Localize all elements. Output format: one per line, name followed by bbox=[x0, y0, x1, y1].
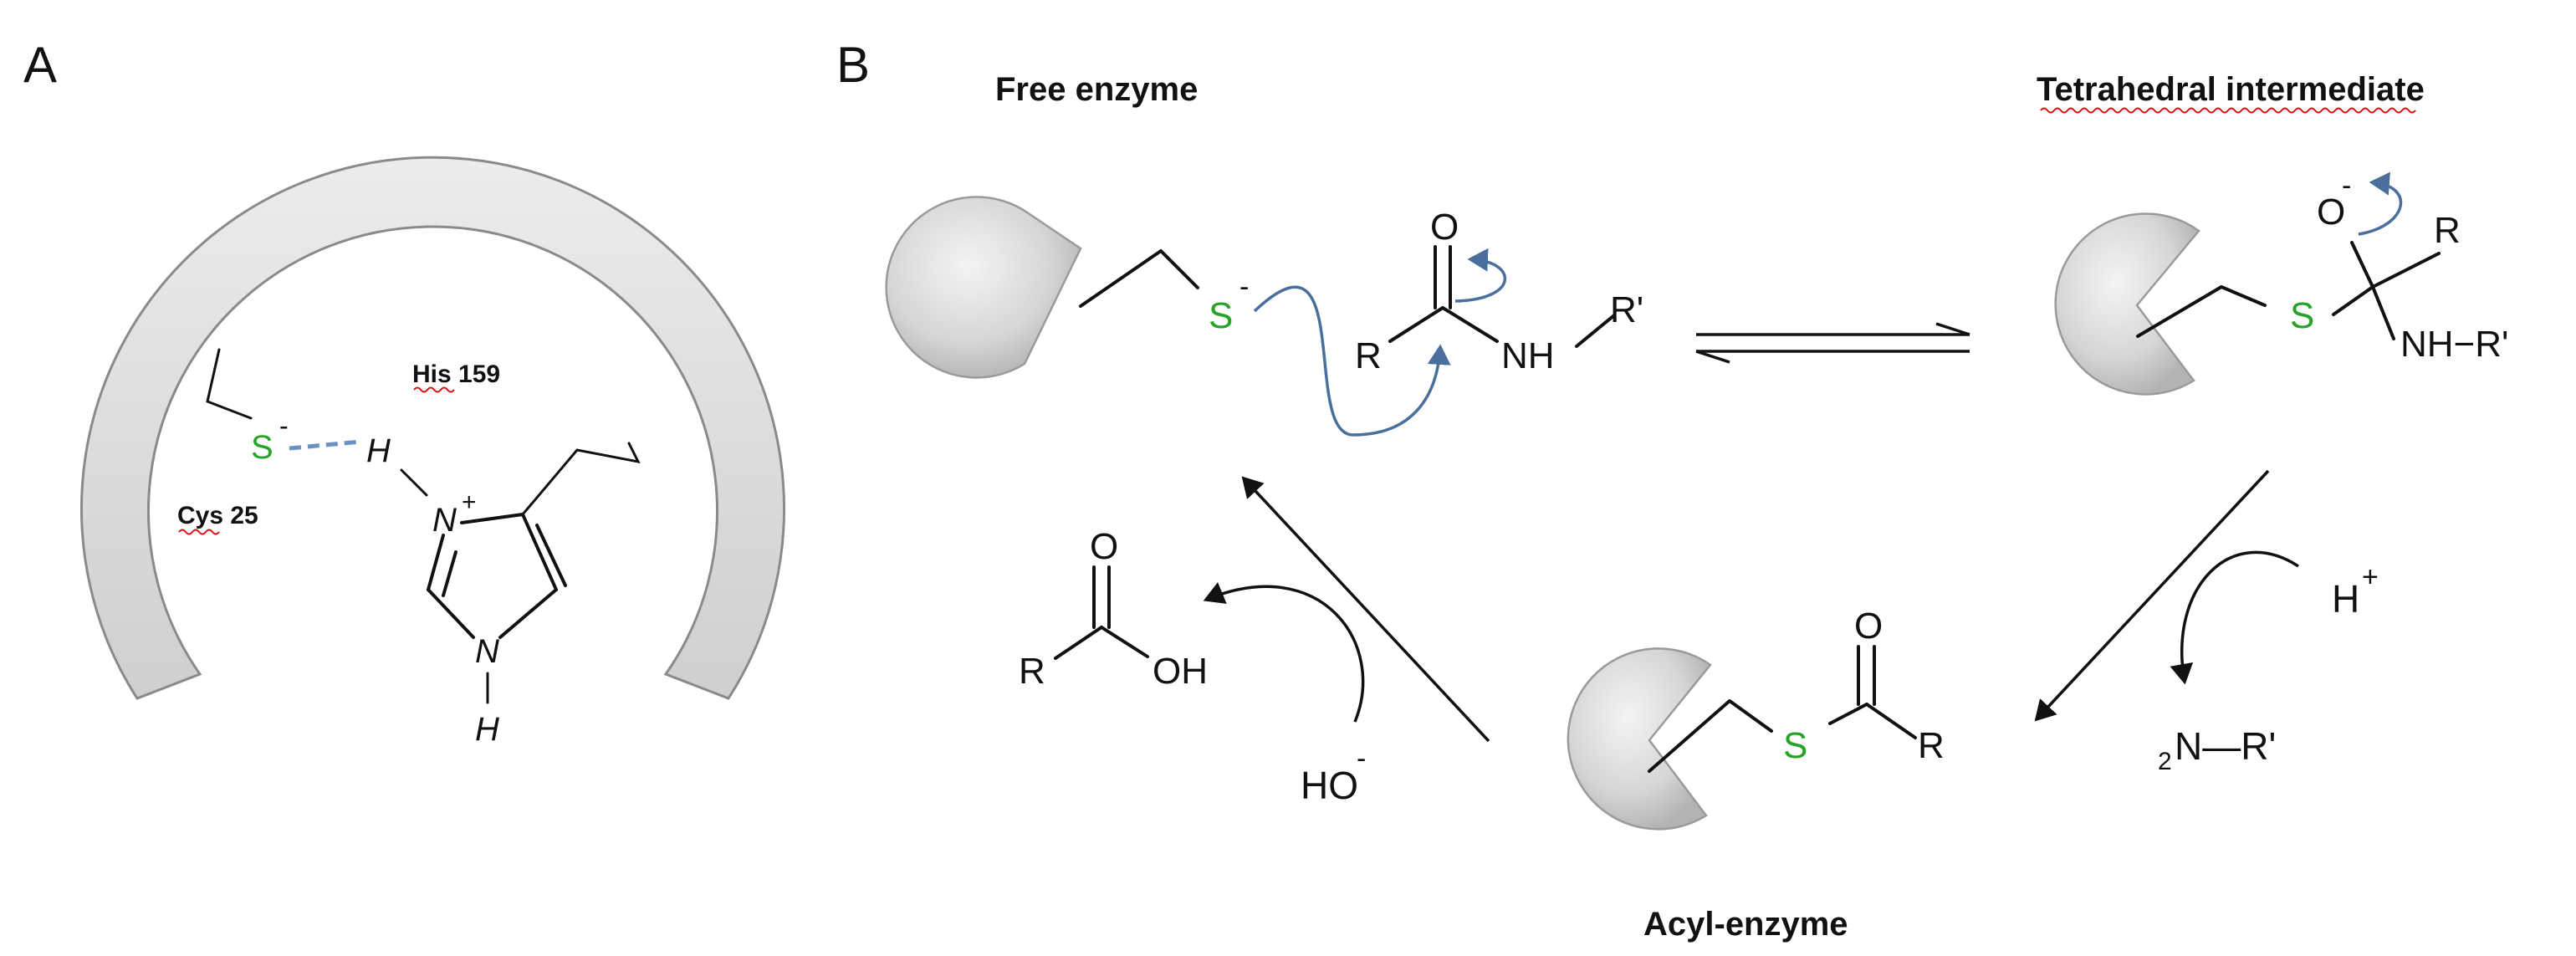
amide-r: R bbox=[1355, 335, 1382, 376]
his-label: His 159 bbox=[412, 360, 500, 388]
cys-sulfur-charge: - bbox=[279, 411, 289, 441]
ring-nh-hydrogen: H bbox=[475, 711, 499, 748]
hydroxide-charge: - bbox=[1357, 743, 1366, 775]
tetrahedral-r: R bbox=[2434, 210, 2461, 251]
arrow-to-acyl bbox=[2034, 469, 2270, 722]
enzyme-tetrahedral bbox=[2054, 212, 2200, 396]
protein-arc bbox=[80, 156, 785, 700]
hydrogen-bond bbox=[289, 439, 362, 451]
cys-underline bbox=[178, 529, 220, 535]
tetrahedral-nh-r-prime: NH−R' bbox=[2400, 324, 2508, 365]
stage-free-enzyme: Free enzyme bbox=[995, 71, 1198, 108]
amine-n-r-prime: N—R' bbox=[2175, 724, 2276, 768]
enzyme-free bbox=[885, 196, 1082, 379]
cys-side-chain bbox=[206, 348, 253, 420]
amide-oxygen: O bbox=[1430, 207, 1459, 248]
amide-substrate-bonds bbox=[1388, 245, 1616, 348]
acyl-oxygen: O bbox=[1854, 606, 1883, 647]
ring-n-bottom: N bbox=[475, 633, 499, 670]
panel-b-letter: B bbox=[836, 37, 870, 93]
cys-sulfur-label: S bbox=[251, 429, 273, 466]
tetrahedral-sulfur: S bbox=[2290, 295, 2314, 336]
free-enzyme-thiolate-chain bbox=[1079, 249, 1199, 308]
ring-n-top: N bbox=[432, 502, 457, 539]
free-sulfur: S bbox=[1209, 295, 1233, 336]
equilibrium-arrows bbox=[1695, 322, 1970, 364]
enzyme-acyl bbox=[1567, 647, 1712, 831]
hydroxide-ho: HO bbox=[1301, 764, 1358, 807]
tetrahedral-oxygen-charge: - bbox=[2342, 170, 2351, 202]
stage-tetrahedral: Tetrahedral intermediate bbox=[2037, 71, 2425, 108]
proton-h: H bbox=[2332, 577, 2359, 621]
stage-acyl-enzyme: Acyl-enzyme bbox=[1643, 906, 1848, 943]
tetrahedral-oxygen: O bbox=[2317, 192, 2345, 233]
cys-label: Cys 25 bbox=[177, 502, 258, 529]
free-sulfur-charge: - bbox=[1239, 271, 1249, 303]
acid-r: R bbox=[1019, 651, 1045, 692]
amide-nh: NH bbox=[1501, 335, 1555, 376]
carbonyl-curly-arrow bbox=[1454, 248, 1506, 303]
panel-a-letter: A bbox=[23, 37, 57, 93]
arrow-to-free-enzyme bbox=[1241, 476, 1490, 743]
amide-r-prime: R' bbox=[1610, 289, 1643, 330]
h-bond-hydrogen: H bbox=[366, 432, 391, 469]
acyl-r: R bbox=[1918, 725, 1945, 766]
oxyanion-curly-arrow bbox=[2358, 171, 2403, 236]
his-imidazole bbox=[400, 442, 641, 704]
tetrahedral-underline bbox=[2040, 107, 2416, 114]
acyl-bonds bbox=[1648, 645, 1917, 773]
attack-curly-arrow bbox=[1253, 285, 1451, 437]
tetrahedral-bonds bbox=[2136, 241, 2441, 340]
his-underline bbox=[413, 386, 455, 393]
acyl-sulfur: S bbox=[1783, 725, 1807, 766]
proton-charge: + bbox=[2362, 561, 2379, 593]
amine-leaving-group: 2 N—R' bbox=[2158, 724, 2276, 775]
proton-curved-arrow bbox=[2170, 550, 2299, 685]
ring-n-charge: + bbox=[462, 488, 477, 516]
amine-h2-subscript: 2 bbox=[2158, 748, 2172, 775]
hydroxide-curved-arrow bbox=[1203, 582, 1365, 723]
acid-oxygen: O bbox=[1090, 526, 1118, 567]
carboxylic-acid bbox=[1054, 565, 1149, 660]
acid-oh: OH bbox=[1153, 651, 1208, 692]
